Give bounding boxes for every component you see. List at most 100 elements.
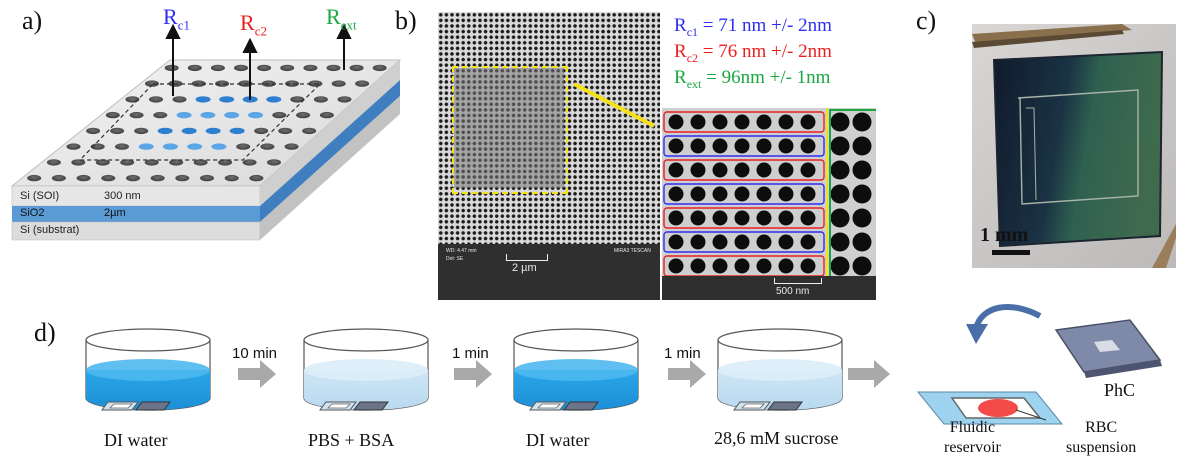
cavity-hole <box>668 162 684 178</box>
cavity-hole <box>712 186 728 202</box>
lattice-hole <box>242 159 257 166</box>
chip-scalebar-label: 1 mm <box>980 224 1029 246</box>
layer-2-name: SiO2 <box>20 207 45 219</box>
lattice-hole <box>175 174 190 182</box>
sem-image-zoom: 500 nm <box>662 108 876 300</box>
lattice-hole <box>51 174 66 182</box>
lattice-hole <box>46 159 61 166</box>
cavity-hole <box>712 114 728 130</box>
cavity-hole <box>712 162 728 178</box>
lattice-hole <box>172 96 187 103</box>
lattice-hole <box>272 111 287 119</box>
cavity-hole <box>162 143 178 150</box>
external-hole <box>830 160 850 180</box>
cavity-hole <box>200 111 216 119</box>
lattice-hole <box>372 64 387 72</box>
lattice-hole <box>331 80 346 87</box>
lattice-hole <box>86 127 101 135</box>
lattice-hole <box>149 96 163 103</box>
cavity-row-box <box>663 159 825 181</box>
lattice-hole <box>105 111 120 119</box>
external-hole <box>852 232 872 252</box>
cavity-hole <box>690 162 706 178</box>
lattice-hole <box>144 159 159 166</box>
scalebar-500nm-bar <box>774 278 822 284</box>
lattice-hole <box>234 64 248 72</box>
cavity-hole <box>756 114 772 130</box>
cavity-hole <box>266 96 282 103</box>
cavity-hole <box>690 210 706 226</box>
lattice-hole <box>187 64 202 72</box>
cavity-hole <box>181 127 197 135</box>
layer-3-name: Si (substrat) <box>20 224 80 236</box>
cavity-hole <box>211 143 227 150</box>
label-rext: Rext <box>326 4 357 33</box>
lattice-hole <box>249 174 264 182</box>
cavity-hole <box>187 143 203 150</box>
cavity-hole <box>778 162 794 178</box>
cavity-hole <box>690 114 706 130</box>
cavity-row-box <box>663 111 825 133</box>
lattice-hole <box>200 174 214 182</box>
zoom-connector <box>573 82 655 128</box>
rbc-suspension-drop <box>978 399 1018 417</box>
cavity-hole <box>668 138 684 154</box>
lattice-hole <box>134 127 149 135</box>
external-hole <box>852 136 872 156</box>
lattice-hole <box>210 64 225 72</box>
cavity-hole <box>800 234 816 250</box>
panel-b-letter: b) <box>395 6 417 35</box>
cavity-hole <box>778 258 794 274</box>
lattice-hole <box>126 174 140 182</box>
cavity-hole <box>756 258 772 274</box>
cavity-hole <box>778 210 794 226</box>
lattice-hole <box>349 64 364 72</box>
lattice-hole <box>125 96 140 103</box>
cavity-hole <box>690 258 706 274</box>
cavity-hole <box>176 111 192 119</box>
cavity-hole <box>224 111 240 119</box>
photonic-crystal-schematic <box>10 23 402 241</box>
cavity-hole <box>712 210 728 226</box>
cavity-hole <box>800 114 816 130</box>
measurement-rc2: Rc2 = 76 nm +/- 2nm <box>674 41 832 65</box>
external-hole <box>830 184 850 204</box>
cavity-hole <box>195 96 211 103</box>
lattice-hole <box>129 111 144 119</box>
cavity-hole <box>712 138 728 154</box>
time-label-1: 10 min <box>232 345 278 362</box>
cavity-hole <box>668 234 684 250</box>
step-arrow-4 <box>848 360 890 388</box>
lattice-hole <box>76 174 91 182</box>
cavity-outline <box>78 83 322 161</box>
lattice-hole <box>215 80 230 87</box>
lattice-hole <box>145 80 159 87</box>
external-hole <box>830 112 850 132</box>
lattice-hole <box>313 96 328 103</box>
lattice-hole <box>95 159 110 166</box>
label-fluidic-reservoir: Fluidic reservoir <box>944 419 1001 456</box>
protocol-steps-drawing <box>85 303 1162 425</box>
lattice-hole <box>115 143 129 150</box>
cavity-row-box <box>663 183 825 205</box>
lattice-hole <box>278 127 293 135</box>
cavity-hole <box>734 114 750 130</box>
lattice-hole <box>290 96 305 103</box>
lattice-hole <box>254 127 269 135</box>
lattice-hole <box>355 80 370 87</box>
lattice-hole <box>285 80 300 87</box>
lattice-hole <box>236 143 251 150</box>
sem-zoom-holes <box>663 108 876 277</box>
sem-footer-wd: WD: 4.47 mm <box>446 248 477 254</box>
slab-side-bottom <box>260 96 400 240</box>
external-hole <box>830 256 850 276</box>
measurement-rc1: Rc1 = 71 nm +/- 2nm <box>674 15 832 39</box>
lattice-hole <box>169 159 184 166</box>
lattice-hole <box>303 64 318 72</box>
layer-1-thickness: 300 nm <box>104 190 141 202</box>
lattice-hole <box>150 174 165 182</box>
lattice-hole <box>337 96 352 103</box>
cavity-hole <box>668 258 684 274</box>
cavity-hole <box>778 234 794 250</box>
lattice-hole <box>224 174 239 182</box>
